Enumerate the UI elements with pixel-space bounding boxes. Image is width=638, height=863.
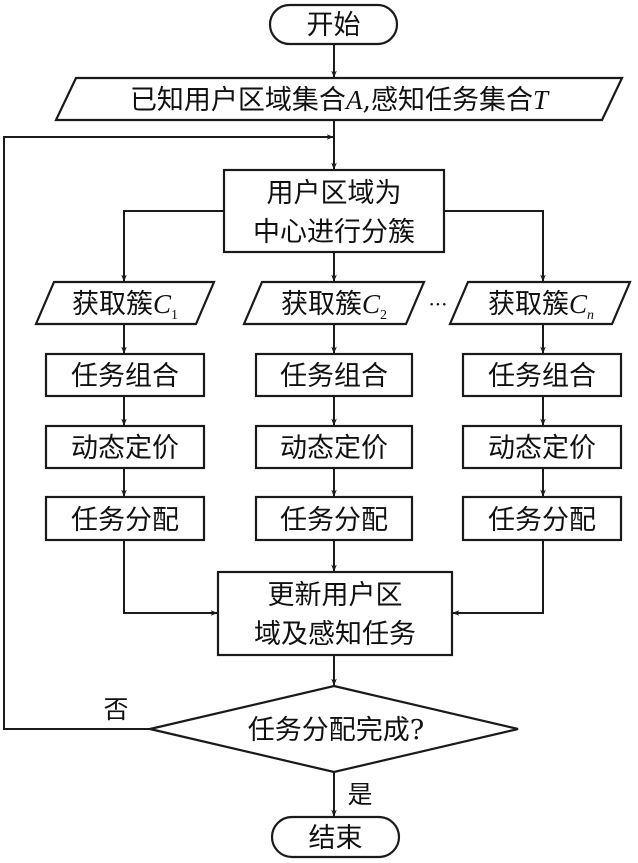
column-2-dynamic-pricing-box: 动态定价 <box>254 424 414 470</box>
end-label: 结束 <box>309 823 363 854</box>
task-allocation-label: 任务分配 <box>488 505 596 536</box>
column-n-task-combine-box: 任务组合 <box>461 352 623 398</box>
cluster-1-label: 获取簇C1 <box>72 289 178 323</box>
task-allocation-label: 任务分配 <box>71 505 179 536</box>
decision-diamond: 任务分配完成? <box>149 684 519 774</box>
no-label: 否 <box>103 695 128 724</box>
cluster-n-label: 获取簇Cn <box>488 289 594 323</box>
arrow-no-loop-back <box>3 134 334 730</box>
yes-label: 是 <box>347 780 372 809</box>
cluster-2-parallelogram: 获取簇C2 <box>242 280 426 326</box>
update-line2: 域及感知任务 <box>254 619 416 650</box>
task-allocation-label: 任务分配 <box>280 505 388 536</box>
update-process-box: 更新用户区 域及感知任务 <box>216 570 454 657</box>
cluster-n-parallelogram: 获取簇Cn <box>448 280 632 326</box>
start-label: 开始 <box>307 10 361 41</box>
input-label: 已知用户区域集合A,感知任务集合T <box>130 85 550 116</box>
update-line1: 更新用户区 <box>268 580 403 611</box>
cluster-1-parallelogram: 获取簇C1 <box>34 280 216 326</box>
cluster-line1: 用户区域为 <box>267 178 402 209</box>
dynamic-pricing-label: 动态定价 <box>71 433 179 464</box>
cluster-ellipsis: ··· <box>428 292 447 316</box>
task-combine-label: 任务组合 <box>280 361 388 392</box>
column-1-task-allocation-box: 任务分配 <box>44 495 206 542</box>
column-n-task-allocation-box: 任务分配 <box>461 495 623 542</box>
arrow-to-cluster-1 <box>121 210 224 282</box>
task-combine-label: 任务组合 <box>71 361 179 392</box>
cluster-process-box: 用户区域为 中心进行分簇 <box>222 168 446 254</box>
dynamic-pricing-label: 动态定价 <box>488 433 596 464</box>
column-2-task-combine-box: 任务组合 <box>254 352 414 398</box>
column-n-dynamic-pricing-box: 动态定价 <box>461 424 623 470</box>
column-2-task-allocation-box: 任务分配 <box>254 495 414 542</box>
input-parallelogram: 已知用户区域集合A,感知任务集合T <box>54 76 624 122</box>
arrow-to-cluster-n <box>444 210 546 282</box>
cluster-line2: 中心进行分簇 <box>253 217 415 248</box>
task-combine-label: 任务组合 <box>488 361 596 392</box>
end-terminator: 结束 <box>270 815 401 859</box>
arrow-c1-to-update <box>123 540 218 616</box>
column-1-task-combine-box: 任务组合 <box>44 352 206 398</box>
column-1-dynamic-pricing-box: 动态定价 <box>44 424 206 470</box>
start-terminator: 开始 <box>268 3 399 46</box>
arrow-cn-to-update <box>452 540 544 616</box>
cluster-2-label: 获取簇C2 <box>281 289 387 323</box>
decision-label: 任务分配完成? <box>248 715 424 746</box>
dynamic-pricing-label: 动态定价 <box>280 433 388 464</box>
